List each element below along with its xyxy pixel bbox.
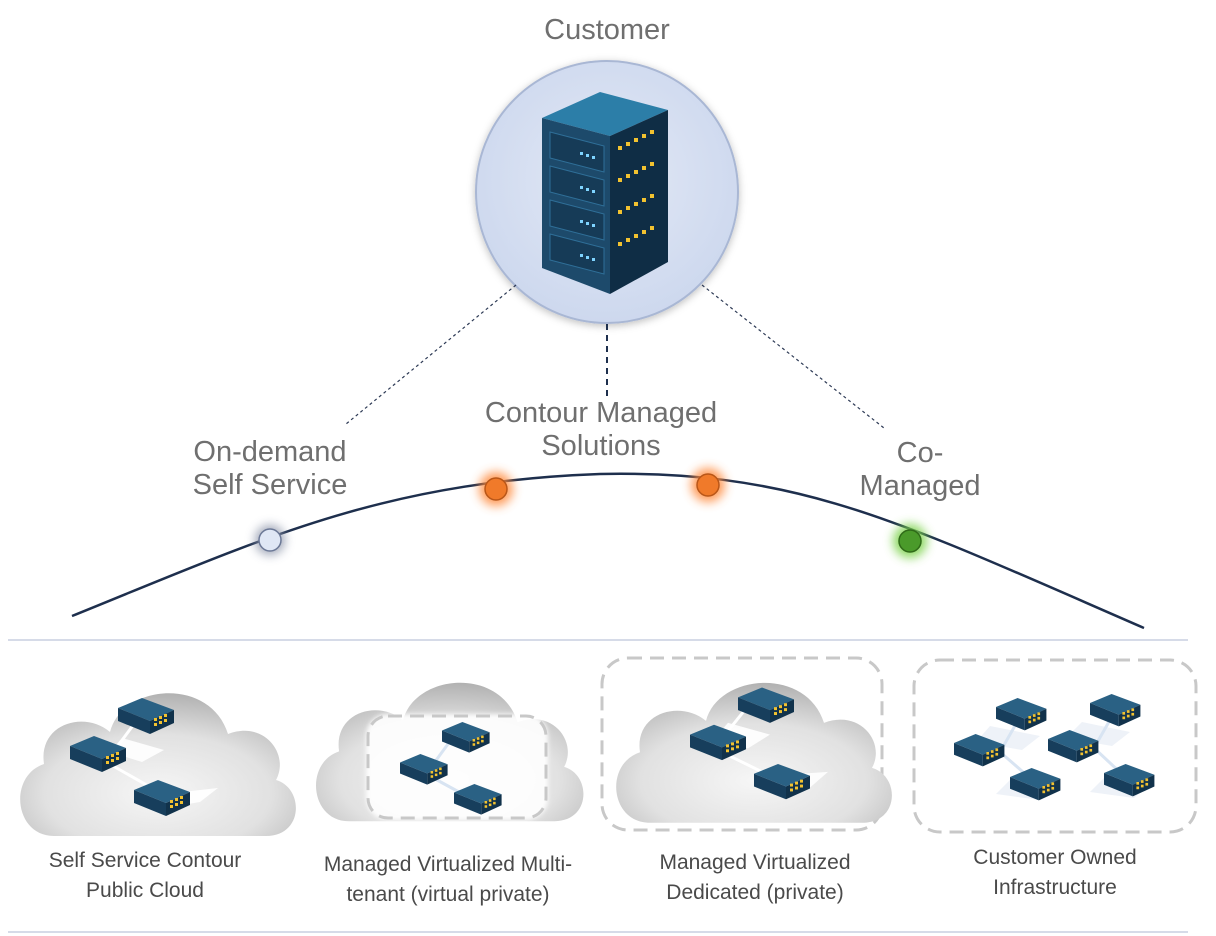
server-rack-icon [542,92,668,294]
offering-dedicated-graphic [600,656,892,832]
connector-left [345,284,517,425]
cloud-network-icon [20,693,296,836]
connector-right [701,284,885,429]
offering-caption-line2: Infrastructure [993,875,1117,899]
virtual-private-frame [366,714,548,820]
offering-caption-line2: Public Cloud [86,878,204,902]
spectrum-label-co-managed: Co- Managed [830,437,1010,504]
spectrum-label-line1: Contour Managed [484,397,718,429]
offering-caption-line2: tenant (virtual private) [346,882,550,906]
owned-frame [912,658,1198,834]
spectrum-label-line1: On-demand [193,436,347,468]
server-network-icon [954,694,1155,801]
node-contour-managed-left [479,472,513,506]
spectrum-label-line2: Solutions [541,430,661,463]
hub-title: Customer [544,14,670,46]
spectrum-label-line2: Managed [859,470,981,503]
offering-public-cloud-graphic [20,693,296,836]
spectrum-label-line1: Co- [896,437,944,469]
offering-caption-line1: Customer Owned [973,846,1137,869]
offering-caption-line1: Self Service Contour [48,849,242,872]
cloud-network-icon [616,682,892,823]
offering-caption-line1: Managed Virtualized Multi- [323,853,573,876]
offering-caption-multi-tenant: Managed Virtualized Multi- tenant (virtu… [298,850,598,910]
spectrum-curve [71,472,1145,630]
spectrum-label-on-demand: On-demand Self Service [160,436,380,503]
node-on-demand [255,525,285,555]
private-frame [600,656,884,832]
spectrum-label-line2: Self Service [192,469,348,502]
offering-multi-tenant-graphic [315,682,584,822]
offering-caption-dedicated: Managed Virtualized Dedicated (private) [620,848,890,908]
offering-caption-line1: Managed Virtualized [659,851,851,874]
offering-caption-line2: Dedicated (private) [666,880,844,904]
spectrum-label-contour-managed: Contour Managed Solutions [460,397,742,464]
customer-hub [475,60,739,324]
node-contour-managed-right [691,468,725,502]
offering-caption-owned: Customer Owned Infrastructure [930,843,1180,903]
node-co-managed [893,524,927,558]
offering-owned-graphic [912,658,1198,834]
offering-caption-public-cloud: Self Service Contour Public Cloud [20,846,270,906]
